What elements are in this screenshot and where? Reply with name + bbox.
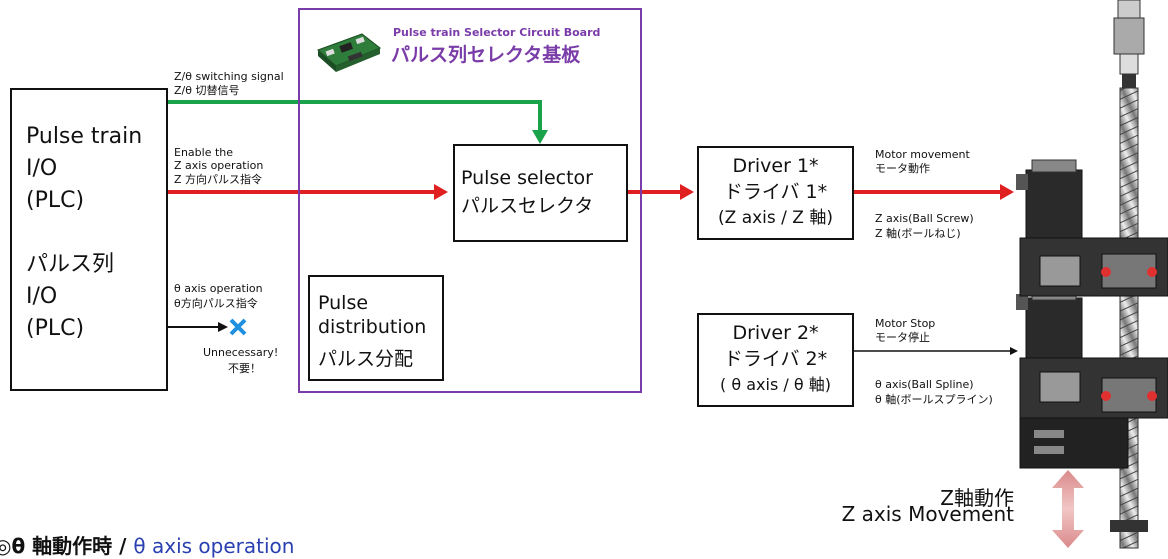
plc-label-3: (PLC) (26, 188, 85, 213)
theta-axis-ballspline-label-ja: θ 軸(ボールスプライン) (875, 393, 993, 406)
driver1-to-motor-arrowhead (1000, 184, 1014, 200)
z-movement-label-en: Z axis Movement (841, 502, 1014, 526)
circuit-board-icon (317, 33, 381, 72)
selector-to-driver1-arrowhead (680, 184, 694, 200)
pulse-selector-label-en: Pulse selector (461, 167, 593, 189)
plc-label-1: Pulse train (26, 124, 143, 149)
pulse-selector-box: Pulse selector パルスセレクタ (453, 144, 628, 242)
plc-label-4: パルス列 (26, 252, 115, 277)
plc-box: Pulse train I/O (PLC) パルス列 I/O (PLC) (10, 88, 168, 391)
driver1-label-1: Driver 1* (732, 155, 819, 177)
board-title-ja: パルス列セレクタ基板 (391, 44, 581, 66)
section-heading-highlight: θ axis operation (133, 534, 295, 558)
z-command-label-ja: Z 方向パルス指令 (174, 173, 263, 186)
board-title-en: Pulse train Selector Circuit Board (393, 26, 601, 39)
pulse-distribution-label-2: distribution (318, 316, 427, 338)
driver2-box: Driver 2* ドライバ 2* ( θ axis / θ 軸) (697, 313, 854, 407)
theta-command-label-en: θ axis operation (174, 282, 263, 295)
unnecessary-cross-icon (229, 318, 247, 336)
ballscrew-spline-unit-image (1016, 0, 1168, 549)
unnecessary-label-en: Unnecessary! (203, 346, 279, 359)
switching-signal-label-ja: Z/θ 切替信号 (174, 84, 240, 97)
pulse-distribution-label-1: Pulse (318, 292, 369, 314)
plc-label-2: I/O (26, 156, 58, 181)
switching-signal-line (168, 100, 542, 132)
plc-label-6: (PLC) (26, 316, 85, 341)
driver1-label-3: (Z axis / Z 軸) (718, 208, 833, 228)
z-movement-arrow-icon (1052, 470, 1084, 548)
driver2-label-3: ( θ axis / θ 軸) (720, 375, 831, 394)
section-heading: ◎θ 軸動作時 / θ axis operation (0, 530, 294, 559)
pulse-distribution-box: Pulse distribution パルス分配 (308, 275, 444, 381)
z-movement-label-ja: Z軸動作 (940, 486, 1014, 510)
z-axis-ballscrew-label-en: Z axis(Ball Screw) (875, 212, 974, 225)
z-command-label-en2: Z axis operation (174, 159, 264, 172)
z-command-label-en1: Enable the (174, 146, 234, 159)
driver2-label-1: Driver 2* (732, 322, 819, 344)
driver2-to-motor-arrowhead (1010, 347, 1018, 355)
theta-command-arrowhead (218, 322, 228, 332)
theta-command-label-ja: θ方向パルス指令 (174, 297, 258, 310)
motor-movement-label-en: Motor movement (875, 148, 970, 161)
switching-signal-arrowhead (532, 130, 548, 144)
section-heading-prefix: ◎θ 軸動作時 / (0, 534, 134, 558)
theta-axis-ballspline-label-en: θ axis(Ball Spline) (875, 378, 974, 391)
driver2-label-2: ドライバ 2* (723, 348, 828, 370)
motor-movement-label-ja: モータ動作 (875, 162, 930, 175)
z-command-arrowhead (434, 184, 448, 200)
motor-stop-label-ja: モータ停止 (875, 331, 930, 344)
selector-board-frame (298, 8, 642, 393)
z-axis-ballscrew-label-ja: Z 軸(ボールねじ) (875, 227, 961, 240)
switching-signal-label-en: Z/θ switching signal (174, 70, 284, 83)
motor-stop-label-en: Motor Stop (875, 317, 936, 330)
plc-label-5: I/O (26, 284, 58, 309)
driver1-box: Driver 1* ドライバ 1* (Z axis / Z 軸) (697, 146, 854, 240)
unnecessary-label-ja: 不要！ (228, 362, 261, 375)
pulse-selector-label-ja: パルスセレクタ (461, 195, 594, 217)
driver1-label-2: ドライバ 1* (723, 181, 828, 203)
pulse-distribution-label-ja: パルス分配 (318, 348, 414, 370)
